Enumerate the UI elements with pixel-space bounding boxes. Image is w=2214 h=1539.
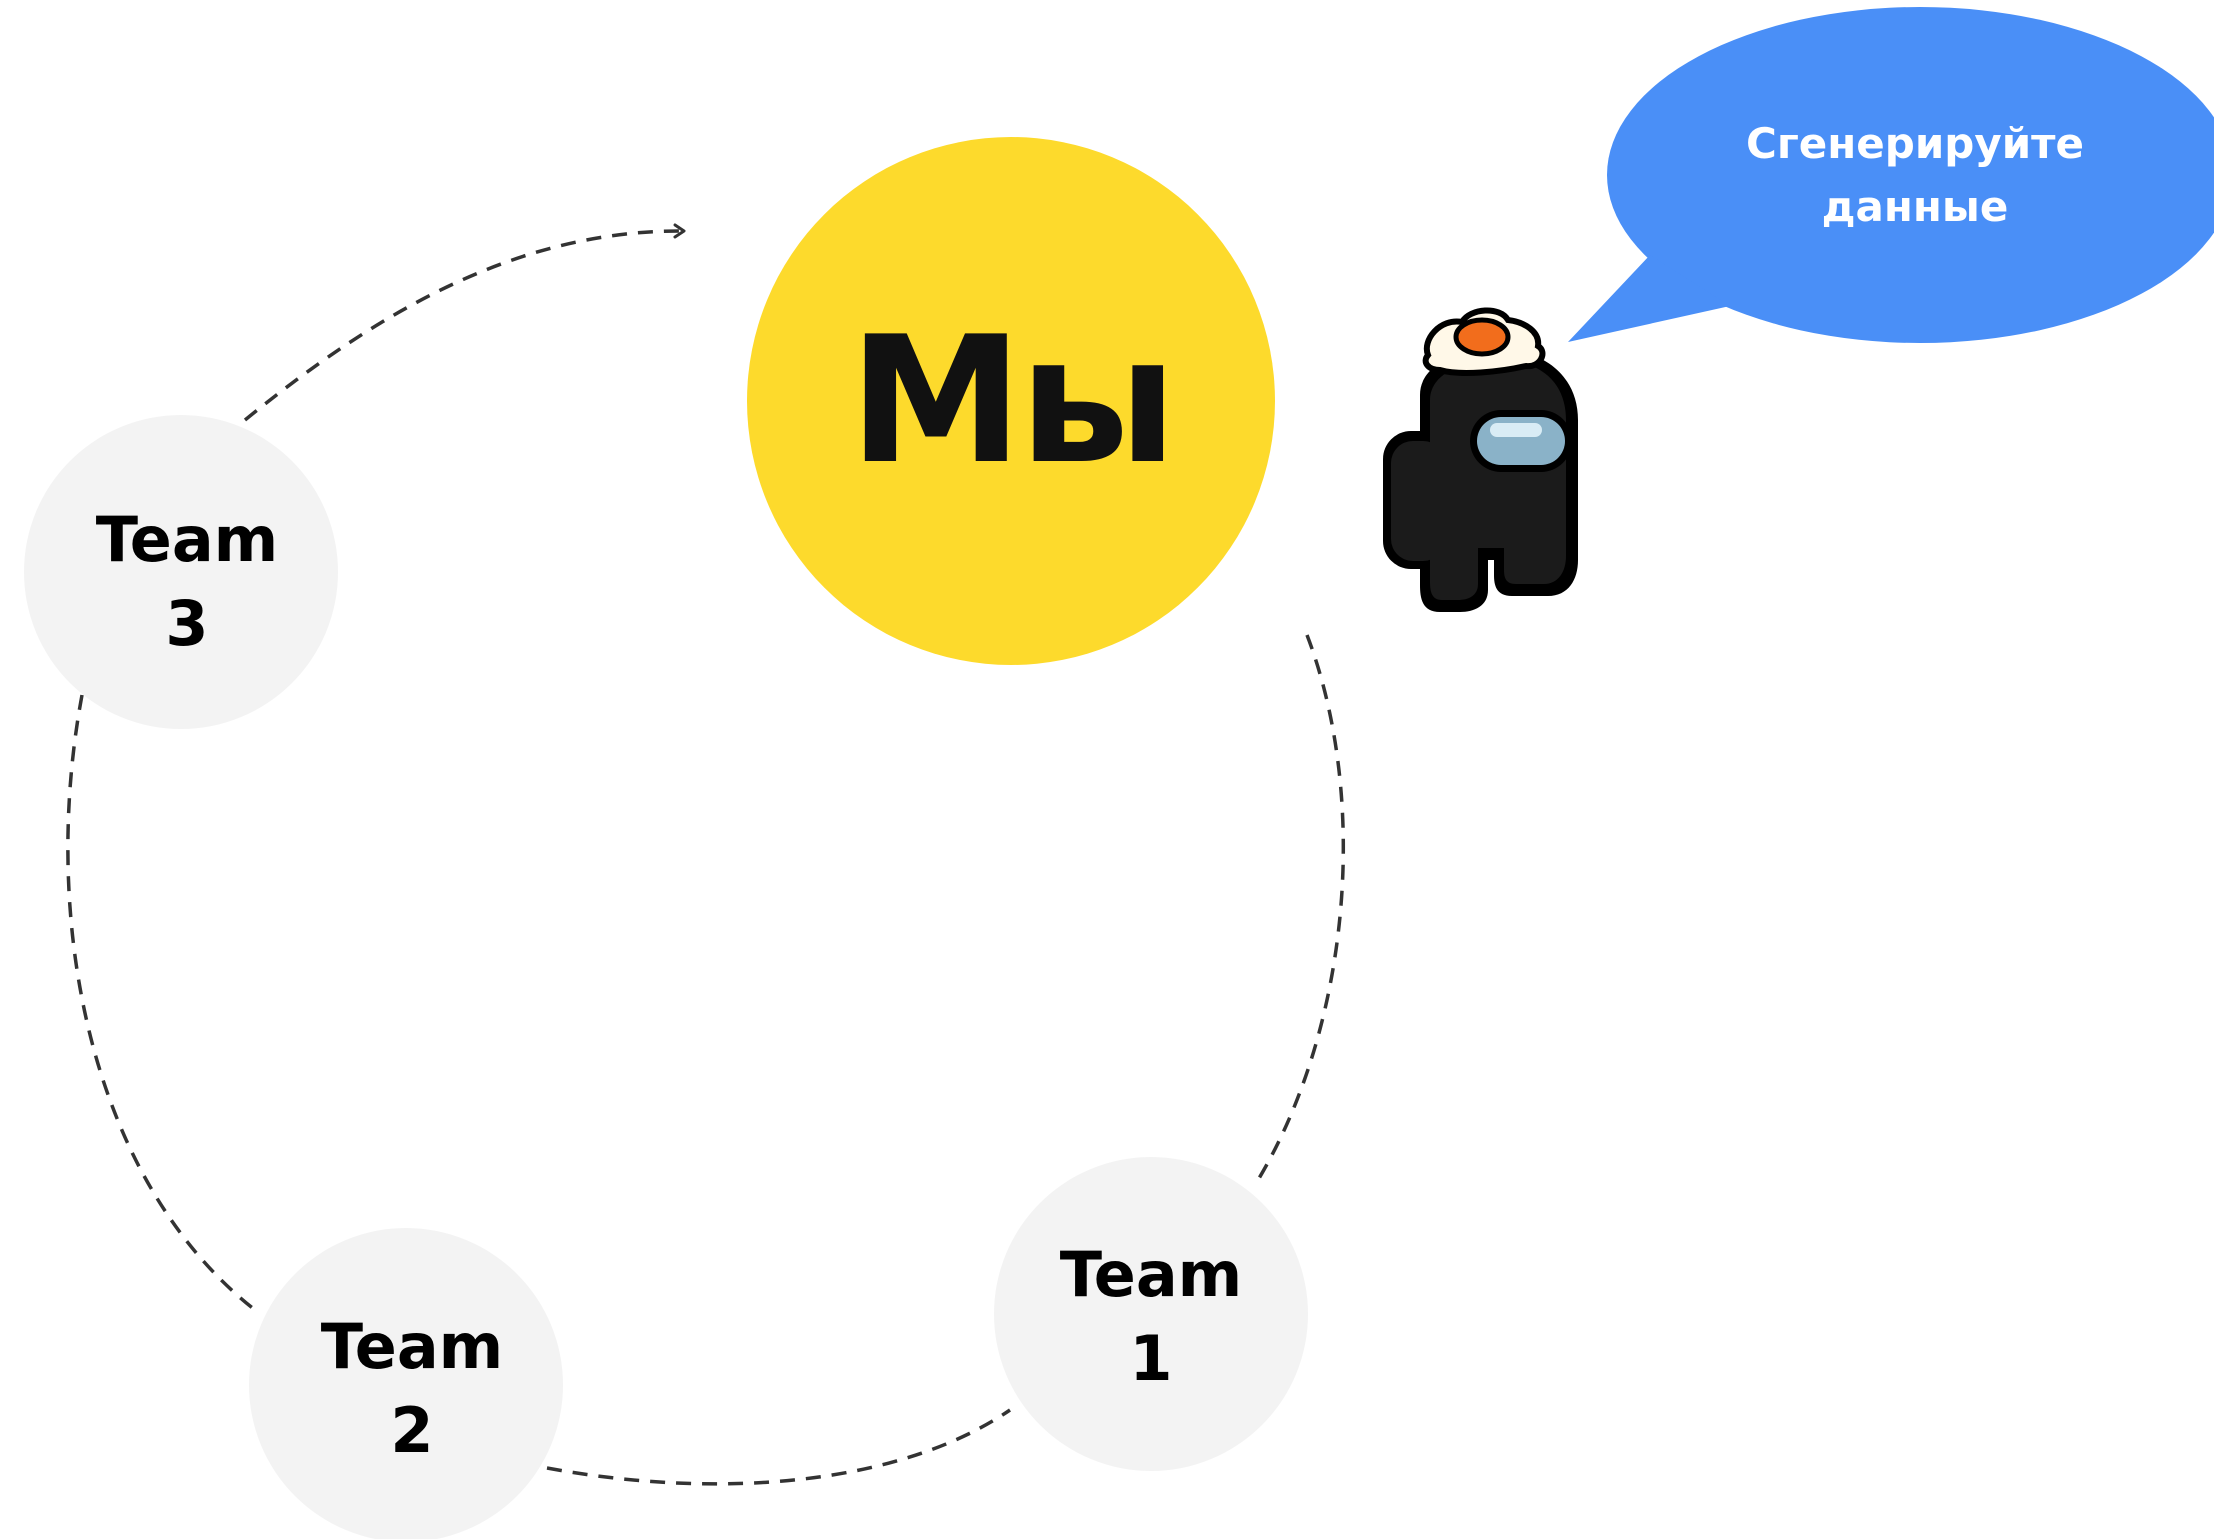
speech-bubble-text: Сгенерируйте данные [1680, 110, 2150, 240]
team-2-circle [249, 1228, 563, 1539]
team-2-number: 2 [390, 1394, 434, 1467]
connector-team3-to-center-arrow [243, 223, 686, 422]
team-2-title: Team [320, 1310, 504, 1383]
team-1-number: 1 [1129, 1322, 1173, 1395]
crewmate-with-egg-hat-icon [1383, 307, 1578, 612]
speech-bubble [1568, 7, 2214, 343]
team-3-label: Team 3 [30, 497, 344, 667]
team-1-label: Team 1 [994, 1232, 1308, 1402]
team-1-title: Team [1059, 1238, 1243, 1311]
center-label: Мы [848, 299, 1177, 503]
team-3-circle [24, 415, 338, 729]
speech-bubble-line-1: Сгенерируйте [1746, 119, 2084, 168]
team-2-label: Team 2 [255, 1304, 569, 1474]
connector-team3-to-team2 [66, 694, 257, 1312]
team-3-title: Team [95, 503, 279, 576]
center-circle [747, 137, 1275, 665]
team-3-number: 3 [165, 587, 209, 660]
speech-bubble-line-2: данные [1821, 182, 2009, 231]
connector-team1-to-center [1253, 634, 1346, 1186]
connector-team2-to-team1 [546, 1408, 1011, 1486]
team-1-circle [994, 1157, 1308, 1471]
